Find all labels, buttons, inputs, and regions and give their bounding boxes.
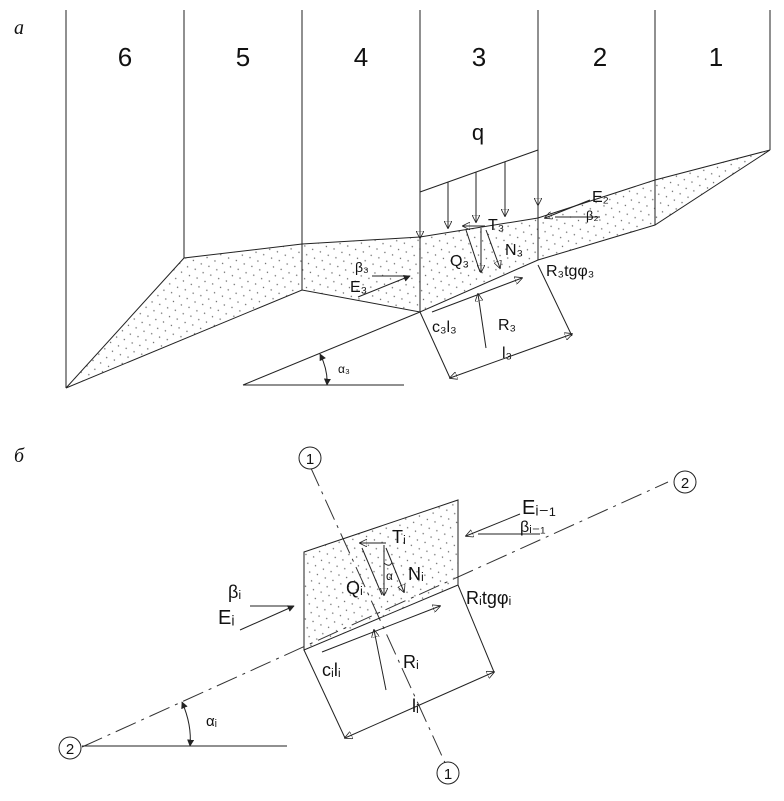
column-lines	[65, 10, 771, 388]
reaction-ri-label: Rᵢ	[403, 652, 419, 672]
cohesion-cili-arrow	[321, 606, 440, 653]
force-ni-label: Nᵢ	[408, 564, 424, 584]
axis-1-bottom-marker	[436, 761, 460, 785]
dim-li-ext-left	[303, 649, 346, 739]
soil-layer	[65, 149, 771, 389]
alpha-small-arc	[383, 561, 393, 566]
force-e2-arrow	[545, 199, 591, 218]
dim-li-line	[345, 672, 494, 738]
column-number-1: 1	[709, 42, 723, 72]
alphai-arc	[181, 701, 195, 747]
angle-betai-label: βᵢ	[228, 582, 241, 602]
dim-li-ext-right	[457, 584, 495, 673]
axis-1-top-marker	[298, 446, 322, 470]
part-a: а 6 5 4 3 2 1 q	[14, 10, 771, 389]
force-ei-arrow	[239, 605, 295, 631]
friction-force-ri-label: Rᵢtgφᵢ	[466, 588, 511, 608]
reaction-r3-arrow	[478, 294, 487, 349]
angle-alpha3-label: α₃	[338, 362, 350, 376]
axis-2-line	[81, 481, 669, 748]
cohesion-cili-label: cᵢlᵢ	[322, 660, 341, 680]
dim-l3-line	[450, 334, 572, 378]
axis-2-right-marker	[673, 470, 697, 494]
part-a-label: а	[14, 17, 24, 39]
alpha3-arc	[319, 353, 331, 386]
force-e3-arrow	[357, 275, 411, 298]
force-ei-label: Eᵢ	[218, 607, 234, 629]
axis-1-top-label: 1	[306, 451, 314, 468]
cohesion-c3l3-label: c₃l₃	[432, 319, 457, 336]
column-number-4: 4	[354, 42, 368, 72]
force-e2-label: E₂	[592, 189, 609, 206]
column-number-3: 3	[472, 42, 486, 72]
axis-1-bottom-label: 1	[444, 766, 452, 783]
angle-alpha-small-label: α	[386, 569, 393, 583]
force-q3-label: Q₃	[450, 253, 469, 270]
dim-li-label: lᵢ	[412, 696, 419, 716]
load-label-q: q	[472, 120, 484, 145]
force-t3-label: T₃	[488, 217, 504, 234]
angle-beta2-label: β₂	[586, 208, 599, 223]
force-ni-arrow	[385, 547, 404, 592]
reaction-ri-arrow	[374, 630, 387, 691]
axis-2-left-marker	[58, 736, 82, 760]
force-ti-label: Tᵢ	[392, 527, 406, 547]
alpha3-slope	[242, 311, 421, 386]
axis-2-right-label: 2	[681, 475, 689, 492]
distributed-load	[420, 149, 538, 238]
part-b-label: б	[14, 445, 25, 467]
part-b: б 1 1 2 2 Eᵢ₋₁ βᵢ₋₁ Tᵢ Nᵢ Qᵢ α βᵢ	[14, 445, 697, 785]
angle-alphai-label: αᵢ	[206, 713, 217, 730]
column-number-2: 2	[593, 42, 607, 72]
column-number-6: 6	[118, 42, 132, 72]
axis-2-left-label: 2	[66, 741, 74, 758]
column-number-5: 5	[236, 42, 250, 72]
force-ei1-label: Eᵢ₋₁	[522, 497, 556, 519]
dim-l3-ext-left	[419, 311, 451, 379]
friction-force-r3-label: R₃tgφ₃	[546, 263, 594, 280]
force-qi-label: Qᵢ	[346, 578, 363, 598]
reaction-r3-label: R₃	[498, 317, 516, 334]
angle-betai1-label: βᵢ₋₁	[520, 519, 546, 536]
soil-element	[303, 499, 459, 651]
force-ei1-arrow	[466, 513, 521, 536]
force-n3-line	[465, 229, 481, 273]
force-ni-line	[361, 547, 383, 596]
force-n3-arrow	[485, 229, 500, 268]
dim-l3-ext-right	[537, 264, 573, 337]
force-e3-label: E₃	[350, 279, 367, 296]
dim-l3-label: l₃	[502, 345, 512, 362]
force-n3-label: N₃	[505, 242, 523, 259]
angle-beta3-label: β₃	[355, 259, 369, 275]
